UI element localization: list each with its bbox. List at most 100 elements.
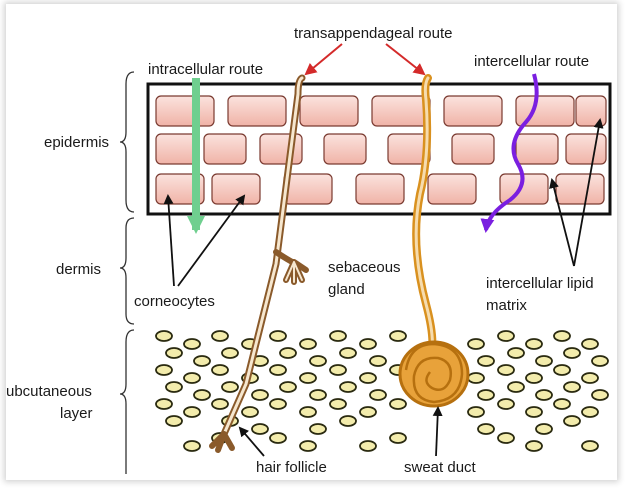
fat-cell [166,348,182,358]
fat-cell [554,331,570,341]
corneocyte [212,174,260,204]
fat-cell [310,424,326,434]
corneocyte [428,174,476,204]
fat-cell [212,365,228,375]
fat-cell [468,339,484,349]
intercellular-label: intercellular route [474,53,589,70]
fat-cell [270,331,286,341]
fat-cell [468,373,484,383]
fat-cell [212,399,228,409]
corneocyte [566,134,606,164]
corneocyte [516,134,558,164]
corneocyte [156,134,198,164]
fat-cell [330,399,346,409]
fat-cell [360,441,376,451]
fat-cell [184,373,200,383]
fat-cell [478,390,494,400]
sebaceous-label-1: sebaceous [328,259,401,276]
fat-cell [242,407,258,417]
fat-cell [184,441,200,451]
corneocyte [452,134,494,164]
fat-cell [166,416,182,426]
fat-cell [252,390,268,400]
fat-cell [554,365,570,375]
corneocyte [356,174,404,204]
fat-cell [370,356,386,366]
fat-cell [498,399,514,409]
fat-cell [526,441,542,451]
fat-cell [300,373,316,383]
dermis-brace [120,218,134,324]
fat-cell [564,416,580,426]
fat-cell [280,348,296,358]
fat-cell [582,407,598,417]
fat-cell [390,433,406,443]
fat-cell [156,365,172,375]
fat-cell [222,348,238,358]
fat-cell [330,365,346,375]
fat-cell [310,356,326,366]
transappendageal-arrow-hair [306,44,342,74]
fat-cell [498,433,514,443]
corneocyte [228,96,286,126]
fat-cell [468,407,484,417]
sweat-duct-pointer [436,408,438,456]
hair-follicle-label: hair follicle [256,459,327,476]
fat-cell [360,373,376,383]
fat-cell [370,390,386,400]
dermis-label: dermis [56,261,101,278]
diagram-frame: transappendageal route intracellular rou… [6,4,617,480]
fat-cell [592,390,608,400]
fat-cell [340,416,356,426]
fat-cell [184,407,200,417]
fat-cell [564,382,580,392]
corneocyte [204,134,246,164]
corneocyte [156,96,214,126]
fat-cell [300,441,316,451]
fat-cell [340,382,356,392]
fat-cell [526,339,542,349]
sweat-duct-label: sweat duct [404,459,477,476]
fat-cell [554,399,570,409]
fat-cell [194,390,210,400]
fat-cell [340,348,356,358]
sebaceous-label-2: gland [328,281,365,298]
corneocyte [556,174,604,204]
fat-cell [526,373,542,383]
fat-cell [582,441,598,451]
corneocytes-label: corneocytes [134,293,215,310]
fat-cell [270,433,286,443]
fat-cell [252,424,268,434]
fat-cell [536,390,552,400]
corneocyte [372,96,430,126]
intracellular-label: intracellular route [148,61,263,78]
skin-diagram: transappendageal route intracellular rou… [6,4,617,480]
fat-cell [184,339,200,349]
fat-cell [592,356,608,366]
fat-cell [212,331,228,341]
subcutaneous-brace [120,330,134,474]
fat-cell [156,331,172,341]
lipid-label-1: intercellular lipid [486,275,594,292]
lipid-label-2: matrix [486,297,527,314]
fat-cell [508,348,524,358]
fat-cell [390,399,406,409]
transappendageal-label: transappendageal route [294,25,452,42]
fat-cell [536,356,552,366]
epidermis-brace [120,72,134,212]
fat-cell [330,331,346,341]
fat-cell [270,365,286,375]
fat-cell [582,373,598,383]
corneocyte [444,96,502,126]
corneocyte [324,134,366,164]
epidermis-label: epidermis [44,134,109,151]
transappendageal-arrow-sweat [386,44,424,74]
fat-cell [156,399,172,409]
fat-cell [536,424,552,434]
corneocyte [300,96,358,126]
fat-cell [498,331,514,341]
fat-cell [478,424,494,434]
fat-cell [280,382,296,392]
fat-cell [564,348,580,358]
corneocyte [576,96,606,126]
